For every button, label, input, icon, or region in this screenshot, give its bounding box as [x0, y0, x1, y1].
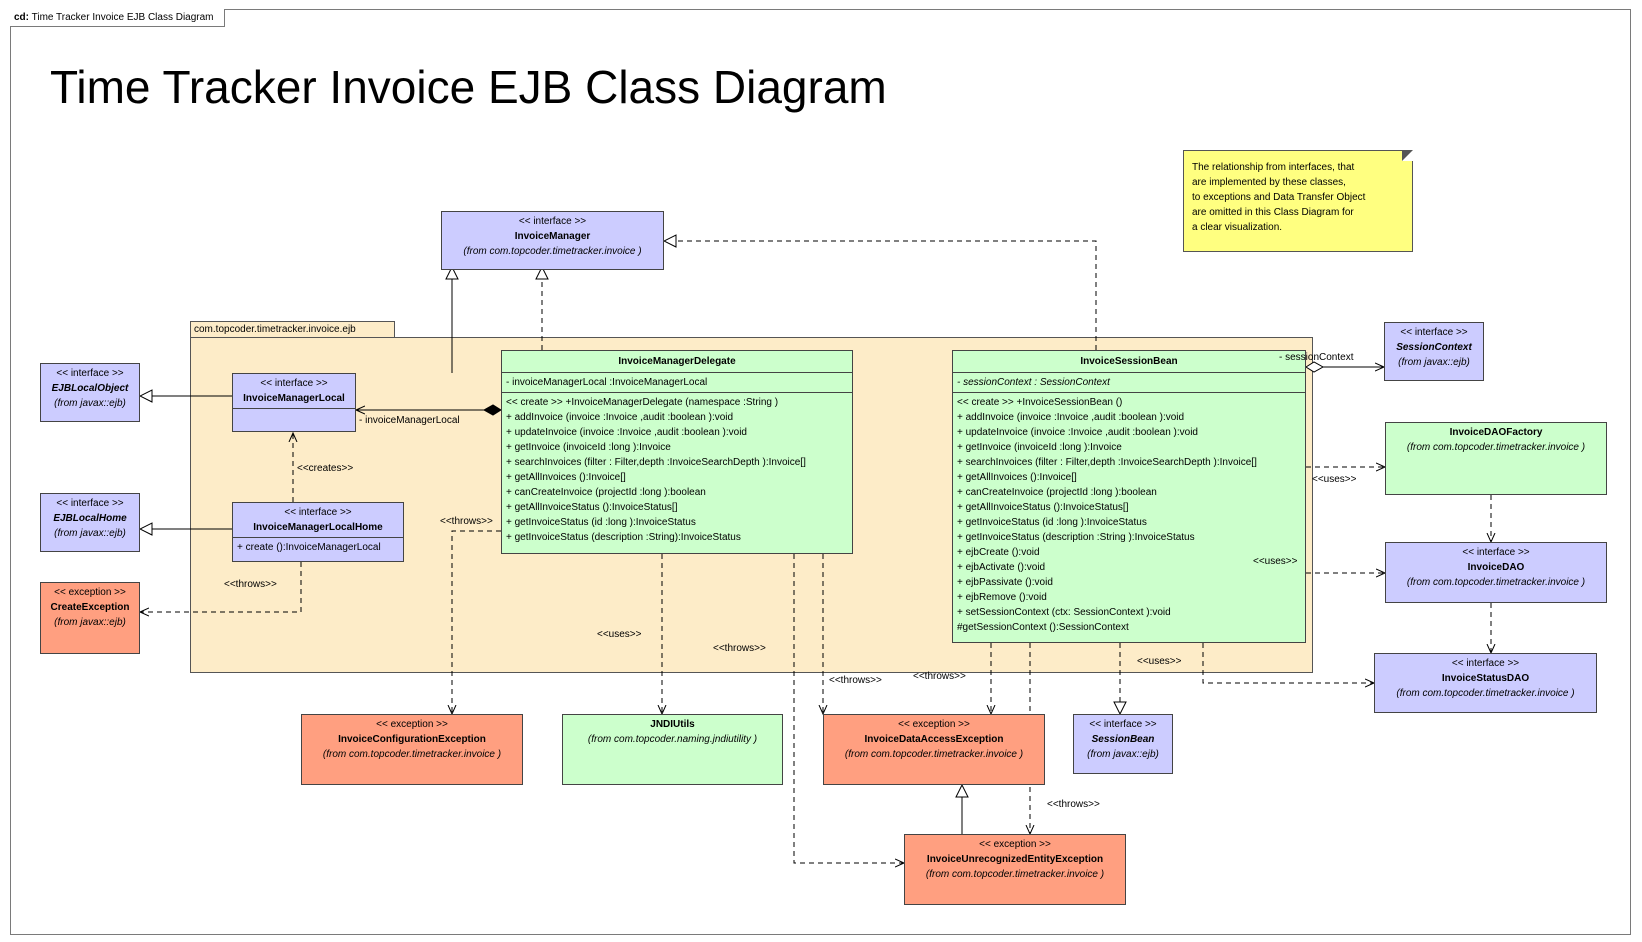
class-invoice-dao[interactable]: << interface >> InvoiceDAO (from com.top… — [1385, 542, 1607, 603]
diagram-frame-tab: cd: Time Tracker Invoice EJB Class Diagr… — [10, 9, 225, 27]
class-invoice-manager-delegate[interactable]: InvoiceManagerDelegate - invoiceManagerL… — [501, 350, 853, 554]
role-session-context: - sessionContext — [1279, 352, 1354, 363]
class-ejb-local-object[interactable]: << interface >> EJBLocalObject (from jav… — [40, 363, 140, 422]
uses-bean-statusdao — [1202, 643, 1374, 683]
label-uses-dao: <<uses>> — [1253, 556, 1298, 567]
role-invoice-manager-local: - invoiceManagerLocal — [359, 415, 460, 426]
class-create-exception[interactable]: << exception >> CreateException (from ja… — [40, 582, 140, 654]
throws-home-create — [140, 562, 302, 612]
class-invoice-configuration-exception[interactable]: << exception >> InvoiceConfigurationExce… — [301, 714, 523, 785]
note-fold-corner — [1402, 150, 1413, 161]
diagram-title: Time Tracker Invoice EJB Class Diagram — [50, 61, 887, 113]
class-invoice-manager[interactable]: << interface >> InvoiceManager (from com… — [441, 211, 664, 270]
label-throws-delegate-unrecognized: <<throws>> — [713, 643, 766, 654]
class-session-context[interactable]: << interface >> SessionContext (from jav… — [1384, 322, 1484, 381]
realize-bean-manager — [664, 241, 1097, 350]
label-uses-factory: <<uses>> — [1312, 474, 1357, 485]
label-throws-bean-unrecognized: <<throws>> — [1047, 799, 1100, 810]
class-invoice-session-bean[interactable]: InvoiceSessionBean - sessionContext : Se… — [952, 350, 1306, 643]
label-throws-delegate-dataaccess: <<throws>> — [829, 675, 882, 686]
class-jndi-utils[interactable]: JNDIUtils (from com.topcoder.naming.jndi… — [562, 714, 783, 785]
throws-delegate-config — [452, 530, 501, 714]
diagram-note: The relationship from interfaces, that a… — [1183, 150, 1413, 252]
class-invoice-dao-factory[interactable]: InvoiceDAOFactory (from com.topcoder.tim… — [1385, 422, 1607, 495]
label-uses-status-dao: <<uses>> — [1137, 656, 1182, 667]
class-invoice-unrecognized-entity-exception[interactable]: << exception >> InvoiceUnrecognizedEntit… — [904, 834, 1126, 905]
class-invoice-data-access-exception[interactable]: << exception >> InvoiceDataAccessExcepti… — [823, 714, 1045, 785]
throws-delegate-unrecognized — [793, 554, 904, 863]
label-uses-jndi: <<uses>> — [597, 629, 642, 640]
label-throws-home: <<throws>> — [224, 579, 277, 590]
label-creates: <<creates>> — [297, 463, 354, 474]
class-invoice-manager-local-home[interactable]: << interface >> InvoiceManagerLocalHome … — [232, 502, 404, 562]
package-tab: com.topcoder.timetracker.invoice.ejb — [190, 321, 395, 337]
label-throws-bean-dataaccess: <<throws>> — [913, 671, 966, 682]
class-invoice-manager-local[interactable]: << interface >> InvoiceManagerLocal — [232, 373, 356, 432]
class-session-bean[interactable]: << interface >> SessionBean (from javax:… — [1073, 714, 1173, 774]
class-invoice-status-dao[interactable]: << interface >> InvoiceStatusDAO (from c… — [1374, 653, 1597, 713]
label-throws-delegate-config: <<throws>> — [440, 516, 493, 527]
diagram-frame — [10, 9, 1631, 935]
class-ejb-local-home[interactable]: << interface >> EJBLocalHome (from javax… — [40, 493, 140, 552]
